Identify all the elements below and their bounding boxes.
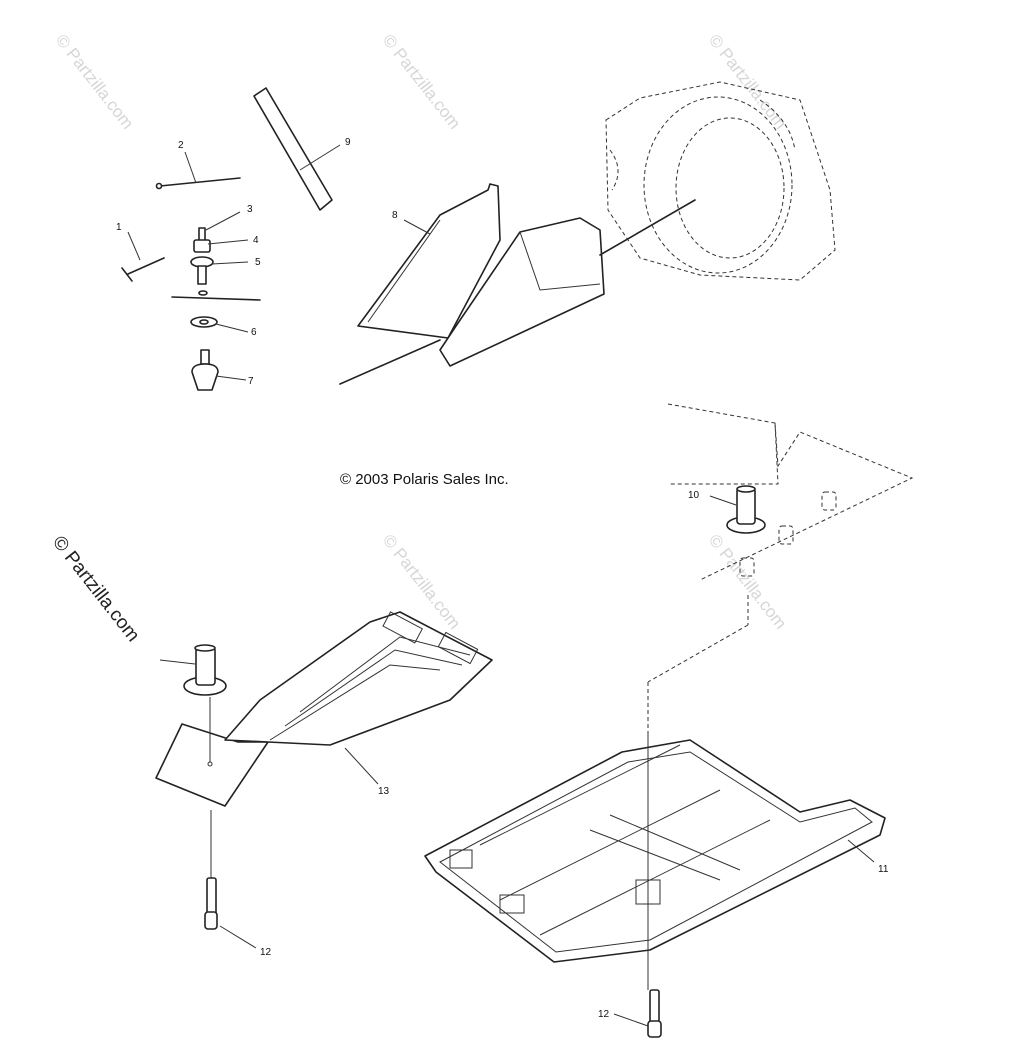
leader-lines xyxy=(127,144,875,1027)
callout-4: 4 xyxy=(253,235,259,246)
callout-2: 2 xyxy=(178,140,184,151)
callouts: 1 2 3 4 5 6 7 8 9 10 11 12 12 13 xyxy=(116,137,889,1020)
callout-9: 9 xyxy=(345,137,351,148)
callout-10: 10 xyxy=(688,490,700,501)
part-2-rod xyxy=(155,177,241,190)
mount-plate-line xyxy=(171,296,261,301)
part-5-washer xyxy=(198,290,208,296)
part-13-ride-plate xyxy=(155,611,493,807)
part-12-bolt-left xyxy=(204,810,218,930)
callout-12-left: 12 xyxy=(260,947,272,958)
watermark-top-left: © Partzilla.com xyxy=(52,31,138,133)
watermark-top-right: © Partzilla.com xyxy=(705,31,791,133)
part-8-chute xyxy=(339,183,696,385)
part-6-washer xyxy=(190,316,218,328)
part-10-stud xyxy=(726,485,766,534)
part-9-strip xyxy=(253,87,333,211)
part-1-pin xyxy=(121,257,165,282)
callout-12-right: 12 xyxy=(598,1009,610,1020)
part-11-intake-grate xyxy=(424,735,886,990)
callout-5: 5 xyxy=(255,257,261,268)
callout-8: 8 xyxy=(392,210,398,221)
callout-6: 6 xyxy=(251,327,257,338)
part-12-bolt-right xyxy=(647,989,662,1038)
jet-pump-housing xyxy=(605,81,836,281)
copyright-text: © 2003 Polaris Sales Inc. xyxy=(340,471,509,488)
part-13-stud xyxy=(183,644,227,696)
part-3-5-bolt-stack xyxy=(190,227,214,285)
hull-section xyxy=(647,403,914,735)
watermark-top-center: © Partzilla.com xyxy=(379,31,465,133)
callout-7: 7 xyxy=(248,376,254,387)
part-7-nut xyxy=(191,349,219,391)
callout-13: 13 xyxy=(378,786,390,797)
watermark-left-dark: © Partzilla.com xyxy=(48,532,143,646)
callout-11: 11 xyxy=(878,864,889,875)
callout-1: 1 xyxy=(116,222,122,233)
callout-3: 3 xyxy=(247,204,253,215)
